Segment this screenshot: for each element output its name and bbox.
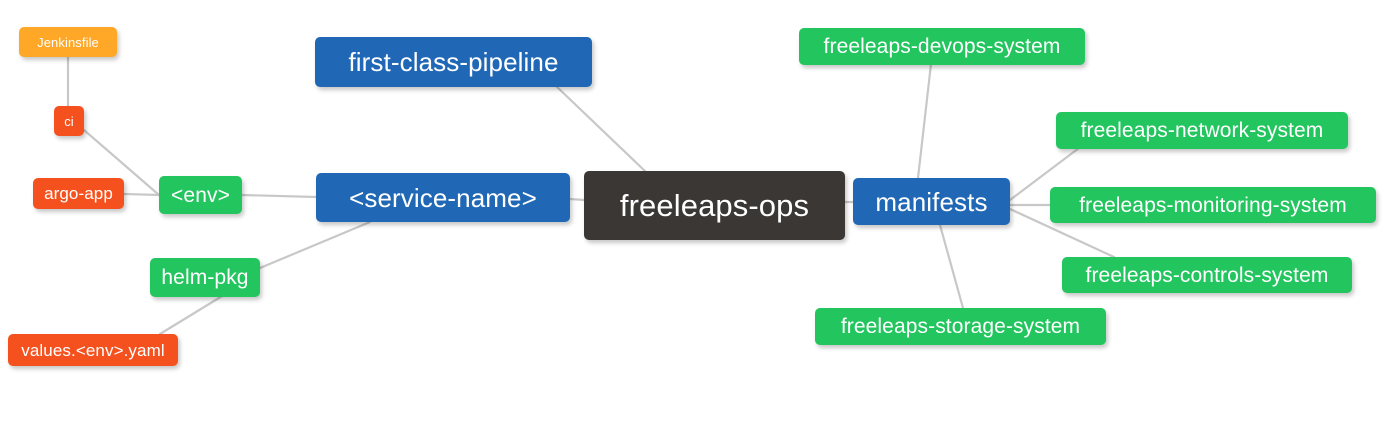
edge-manifests-devops	[916, 62, 933, 180]
node-manifests[interactable]: manifests	[853, 178, 1010, 225]
node-jenkinsfile[interactable]: Jenkinsfile	[19, 27, 117, 57]
node-label: <service-name>	[349, 182, 537, 213]
node-label: Jenkinsfile	[37, 34, 99, 50]
node-values-env-yaml[interactable]: values.<env>.yaml	[8, 334, 178, 366]
node-label: freeleaps-network-system	[1080, 119, 1324, 142]
node-freeleaps-controls-system[interactable]: freeleaps-controls-system	[1062, 257, 1352, 293]
node-label: helm-pkg	[161, 266, 249, 289]
node-label: freeleaps-ops	[619, 188, 810, 223]
edge-argoapp-env	[122, 192, 161, 197]
node-label: first-class-pipeline	[348, 47, 559, 77]
node-label: freeleaps-monitoring-system	[1079, 193, 1347, 217]
edge-helmpkg-servicename	[258, 220, 372, 270]
node-env[interactable]: <env>	[159, 176, 242, 214]
node-label: <env>	[171, 183, 230, 207]
node-label: freeleaps-controls-system	[1085, 263, 1329, 287]
edge-servicename-root	[568, 197, 586, 202]
node-first-class-pipeline[interactable]: first-class-pipeline	[315, 37, 592, 87]
node-label: freeleaps-devops-system	[823, 35, 1061, 58]
node-label: ci	[64, 113, 74, 129]
node-freeleaps-ops[interactable]: freeleaps-ops	[584, 171, 845, 240]
node-freeleaps-devops-system[interactable]: freeleaps-devops-system	[799, 28, 1085, 65]
node-freeleaps-monitoring-system[interactable]: freeleaps-monitoring-system	[1050, 187, 1376, 223]
node-helm-pkg[interactable]: helm-pkg	[150, 258, 260, 297]
node-freeleaps-network-system[interactable]: freeleaps-network-system	[1056, 112, 1348, 149]
edge-env-servicename	[240, 193, 318, 199]
edge-pipeline-root	[554, 84, 648, 174]
node-service-name[interactable]: <service-name>	[316, 173, 570, 222]
node-freeleaps-storage-system[interactable]: freeleaps-storage-system	[815, 308, 1106, 345]
edge-manifests-storage	[938, 223, 965, 310]
node-argo-app[interactable]: argo-app	[33, 178, 124, 209]
node-label: manifests	[875, 186, 988, 217]
node-label: argo-app	[44, 184, 113, 203]
node-label: freeleaps-storage-system	[840, 315, 1081, 338]
node-ci[interactable]: ci	[54, 106, 84, 136]
node-label: values.<env>.yaml	[21, 340, 165, 360]
